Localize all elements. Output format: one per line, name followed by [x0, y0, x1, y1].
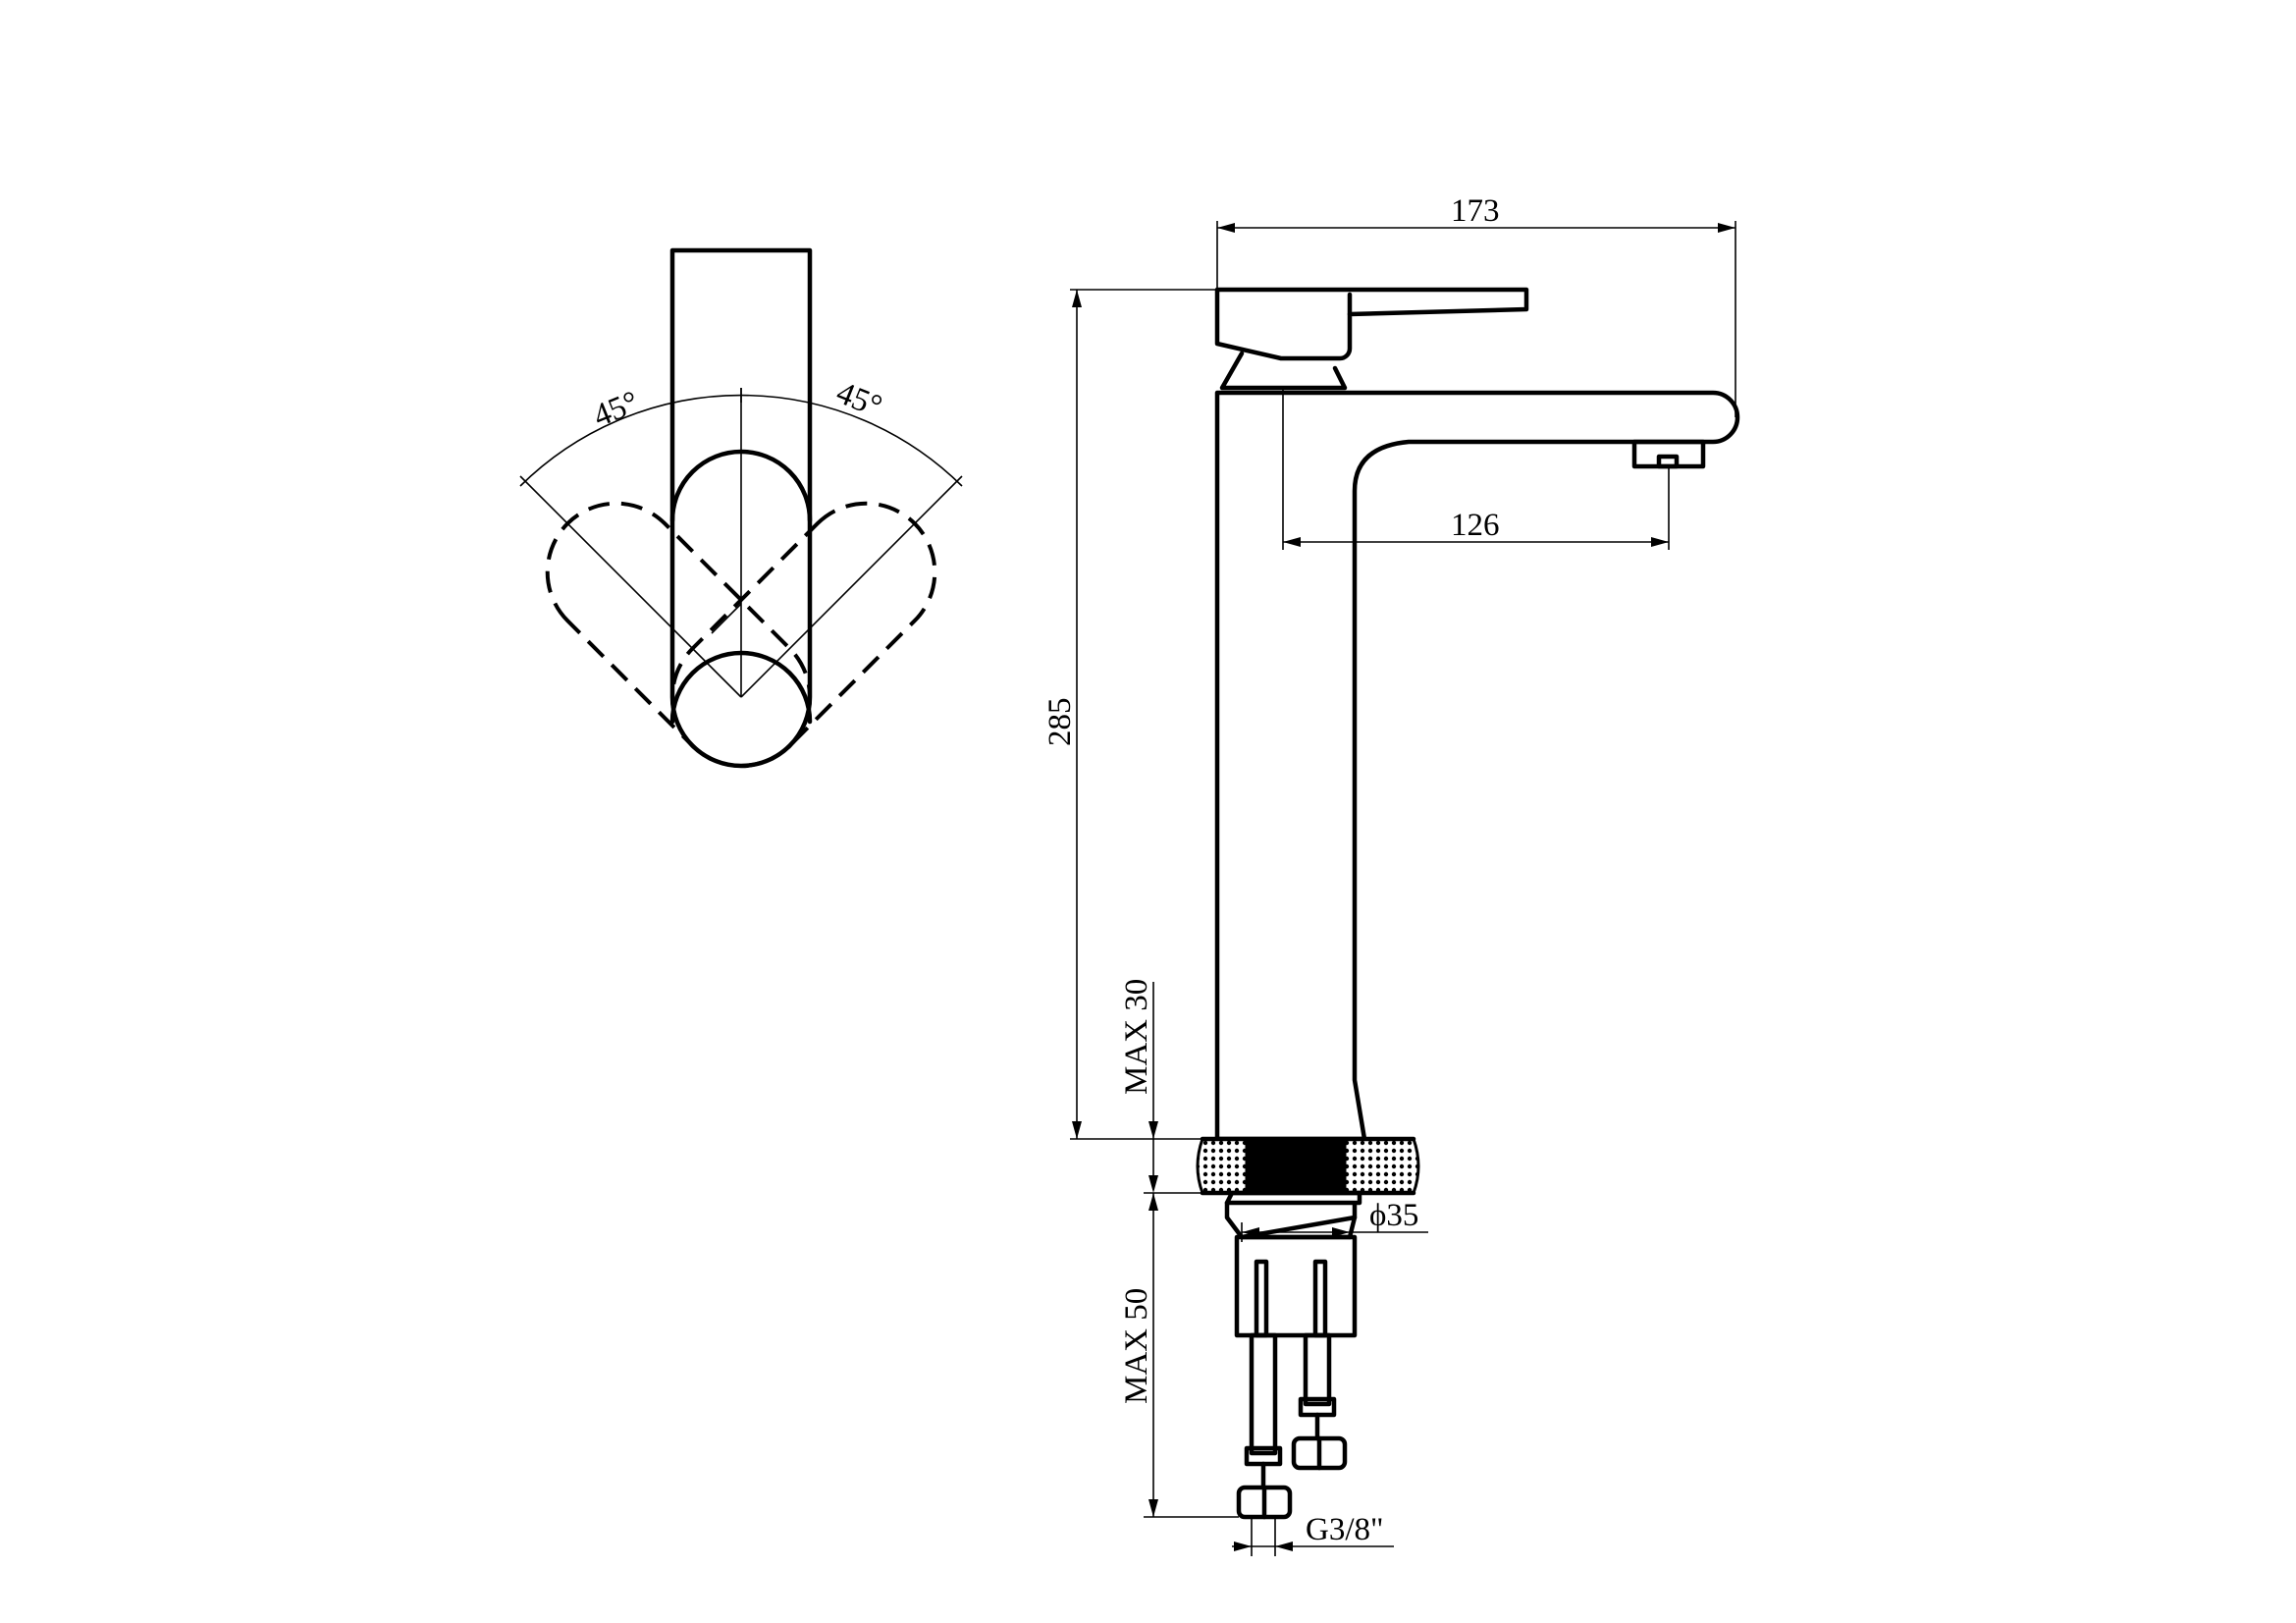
handle-rotated-right	[670, 501, 937, 768]
dim-max-deck-thickness: MAX 30	[1119, 979, 1154, 1095]
dim-total-height: 285	[1042, 698, 1078, 747]
hose-right	[1303, 1332, 1332, 1407]
dim-spout-reach: 126	[1451, 508, 1500, 543]
dim-total-depth: 173	[1451, 193, 1500, 229]
dim-hose-thread: G3/8"	[1306, 1512, 1383, 1547]
mounting-bracket	[1234, 1234, 1358, 1338]
dimensions: 173 126 285 MAX 30 ϕ35 MAX 50 G3/8"	[1042, 193, 1736, 1556]
angle-left-label: 45°	[589, 385, 644, 435]
lever-handle	[1214, 287, 1529, 361]
dim-connector-diameter: ϕ35	[1369, 1198, 1418, 1233]
aerator	[1631, 439, 1706, 469]
faucet-body	[1214, 390, 1740, 1142]
deck-section-right	[1343, 1137, 1420, 1195]
deck-section-left	[1196, 1137, 1249, 1195]
faucet-side-view	[1196, 287, 1740, 1520]
threaded-shank	[1247, 1139, 1345, 1193]
dim-max-shank-length: MAX 50	[1119, 1288, 1154, 1404]
handle-top-view: 45° 45°	[519, 247, 963, 769]
angle-right-label: 45°	[831, 375, 886, 425]
hose-left	[1249, 1332, 1278, 1456]
